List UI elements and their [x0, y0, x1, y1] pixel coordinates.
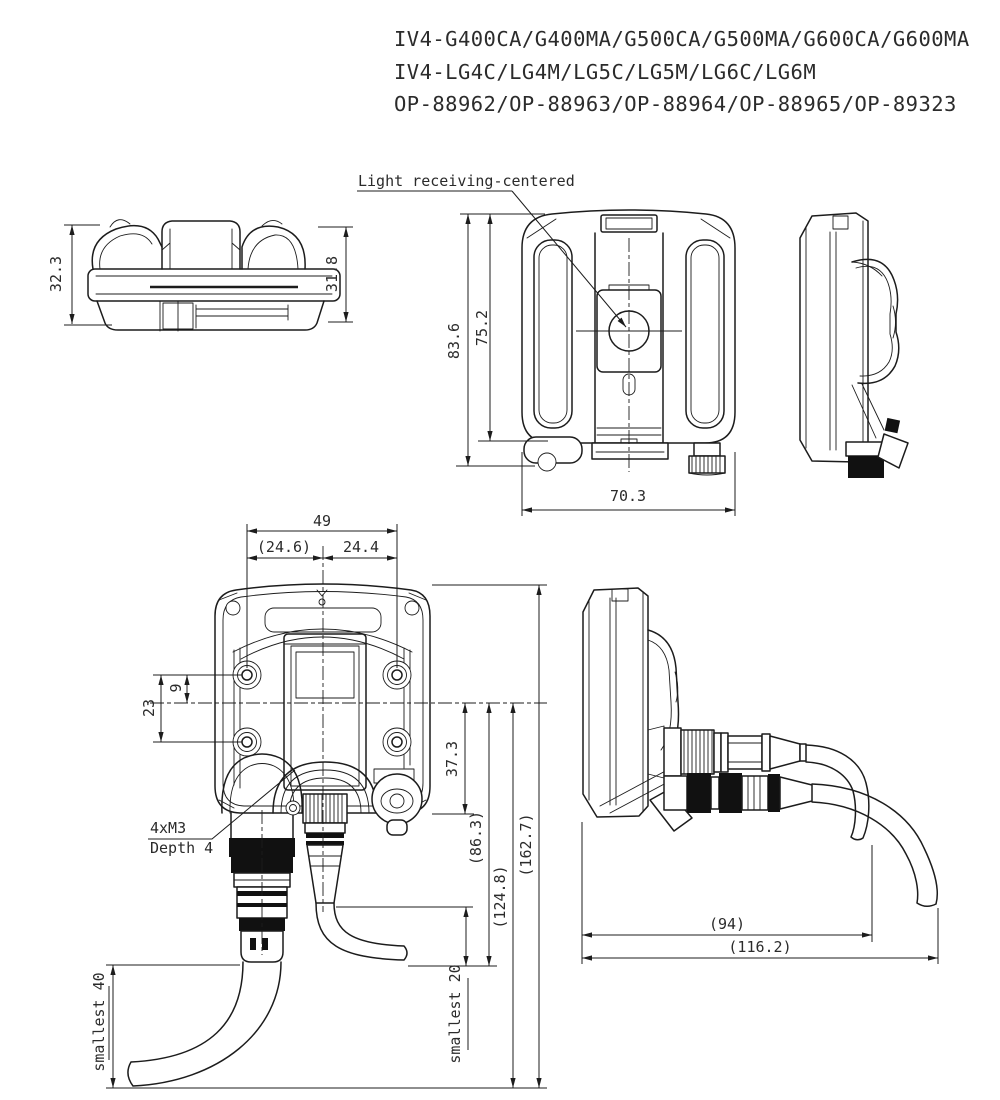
dim-24-6: (24.6)	[257, 538, 311, 556]
lower-cable	[811, 783, 938, 907]
model-line-2: IV4-LG4C/LG4M/LG5C/LG5M/LG6C/LG6M	[394, 60, 816, 84]
note-smallest-20: smallest 20	[446, 964, 464, 1063]
side-view-cables: (94) (116.2)	[581, 587, 939, 964]
side-view-body	[799, 212, 869, 463]
left-cable	[127, 961, 282, 1087]
dim-124-8: (124.8)	[491, 865, 509, 928]
dim-86-3: (86.3)	[467, 811, 485, 865]
side-view-lens-pod	[851, 258, 900, 385]
top-view-lower-body	[96, 300, 325, 331]
dim-162-7: (162.7)	[517, 813, 535, 876]
note-smallest-40: smallest 40	[90, 972, 108, 1071]
dim-70-3: 70.3	[610, 487, 646, 505]
dim-116-2: (116.2)	[728, 938, 791, 956]
dim-94: (94)	[709, 915, 745, 933]
front-view: Light receiving-centered 83.6 75.2 70.3	[357, 172, 736, 516]
m3-screw-holes	[232, 660, 412, 757]
top-view-right-lobe	[241, 225, 306, 270]
dim-49: 49	[313, 512, 331, 530]
note-depth-4: Depth 4	[150, 839, 213, 857]
lower-side-connector	[663, 773, 938, 907]
dim-9: 9	[167, 683, 185, 692]
front-view-right-slot	[685, 239, 725, 429]
light-receiving-label: Light receiving-centered	[358, 172, 575, 190]
rear-view-connector-bay	[283, 633, 367, 791]
top-view-left-lobe	[91, 224, 163, 270]
side-view-angle-plug	[877, 433, 909, 469]
side-view-connector-black	[848, 456, 884, 478]
middle-cable	[315, 902, 408, 961]
top-view: 32.3 31.8	[47, 219, 353, 332]
side-view-plain	[799, 212, 909, 478]
light-receiving-leader	[511, 190, 627, 328]
front-view-foot	[591, 442, 669, 460]
middle-cable-connector	[272, 761, 408, 961]
dim-32-3: 32.3	[47, 256, 65, 292]
model-line-3: OP-88962/OP-88963/OP-88964/OP-88965/OP-8…	[394, 92, 957, 116]
dim-24-4: 24.4	[343, 538, 379, 556]
front-view-top-tab	[600, 214, 658, 233]
model-line-1: IV4-G400CA/G400MA/G500CA/G500MA/G600CA/G…	[394, 27, 970, 51]
screw-note-leader	[148, 769, 296, 840]
dim-83-6: 83.6	[445, 323, 463, 359]
mount-hole-right	[404, 600, 420, 616]
top-view-deck	[87, 268, 341, 302]
dim-75-2: 75.2	[473, 310, 491, 346]
side-knob	[371, 768, 423, 836]
top-view-center-block	[161, 220, 241, 270]
dim-23: 23	[140, 699, 158, 717]
rear-view: 49 (24.6) 24.4 23 9 37.3 (86.3) (124.8) …	[90, 512, 547, 1089]
note-4xm3: 4xM3	[150, 819, 186, 837]
rear-view-housing	[214, 583, 431, 814]
dim-37-3: 37.3	[443, 741, 461, 777]
screw-stub-hex	[693, 442, 721, 457]
front-view-left-slot	[533, 239, 573, 429]
mount-hole-left	[225, 600, 241, 616]
left-cable-connector	[127, 753, 303, 1087]
upper-side-connector	[647, 725, 870, 841]
model-number-header: IV4-G400CA/G400MA/G500CA/G500MA/G600CA/G…	[394, 27, 970, 116]
side-cables-body	[582, 587, 649, 818]
dim-31-8: 31.8	[323, 256, 341, 292]
